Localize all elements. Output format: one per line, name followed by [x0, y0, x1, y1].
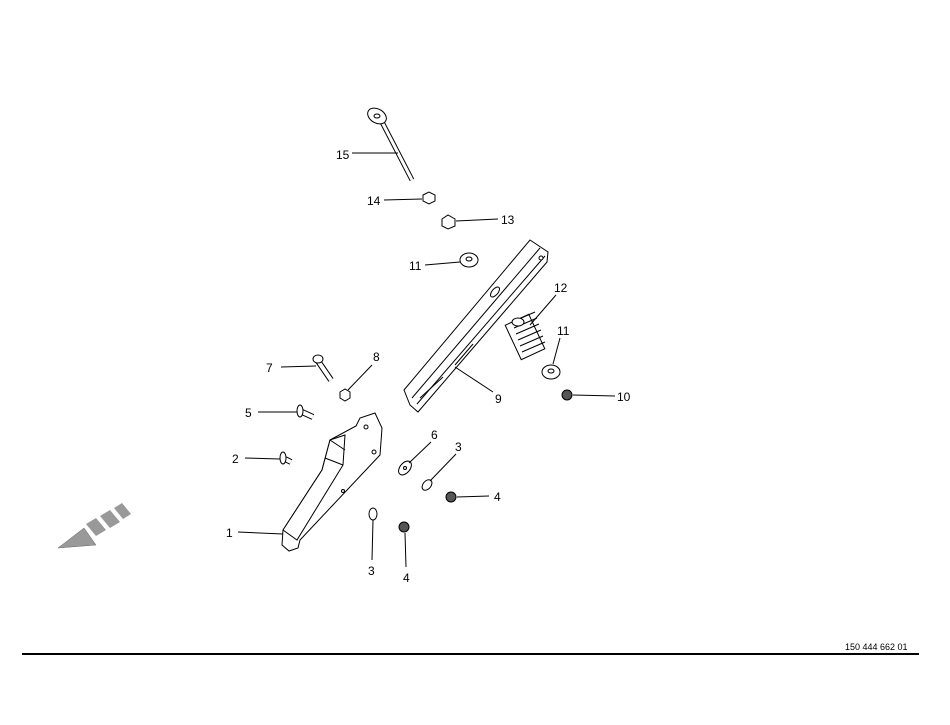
- part-1-bracket: [281, 412, 383, 552]
- footer-rule: [22, 653, 919, 655]
- part-5-bolt: [296, 404, 315, 420]
- part-3-washer: [368, 507, 378, 521]
- callout-6: 6: [431, 428, 438, 442]
- part-11-washer: [541, 364, 561, 380]
- callout-2: 2: [232, 452, 239, 466]
- callout-10: 10: [617, 390, 631, 404]
- part-10-lock-nut: [561, 389, 573, 401]
- part-14-nut: [422, 191, 436, 205]
- document-number: 150 444 662 01: [845, 642, 908, 652]
- part-9-rail: [403, 239, 549, 413]
- part-13-nut: [441, 214, 456, 230]
- part-2-bolt: [279, 451, 293, 465]
- leader-lines: [237, 152, 616, 568]
- callout-5: 5: [245, 406, 252, 420]
- callout-8: 8: [373, 350, 380, 364]
- callout-7: 7: [266, 361, 273, 375]
- callout-11-right: 11: [557, 324, 570, 338]
- part-12-spring: [504, 311, 546, 361]
- part-3-washer: [421, 479, 433, 491]
- callout-1: 1: [226, 526, 233, 540]
- callout-14: 14: [367, 194, 381, 208]
- callout-11-top: 11: [409, 259, 422, 273]
- part-15-eye-bolt: [367, 107, 415, 182]
- callout-9: 9: [495, 392, 502, 406]
- callout-12: 12: [554, 281, 568, 295]
- callout-15: 15: [336, 148, 350, 162]
- part-8-nut: [339, 388, 351, 402]
- callout-4-right: 4: [494, 490, 501, 504]
- callout-13: 13: [501, 213, 515, 227]
- callout-3-bottom: 3: [368, 564, 375, 578]
- part-11-washer: [459, 252, 479, 268]
- part-4-nut: [398, 521, 410, 533]
- part-7-bolt: [312, 354, 334, 382]
- part-4-nut: [445, 491, 457, 503]
- callout-3-right: 3: [455, 440, 462, 454]
- direction-arrow-icon: [57, 503, 131, 549]
- callout-4-bottom: 4: [403, 571, 410, 585]
